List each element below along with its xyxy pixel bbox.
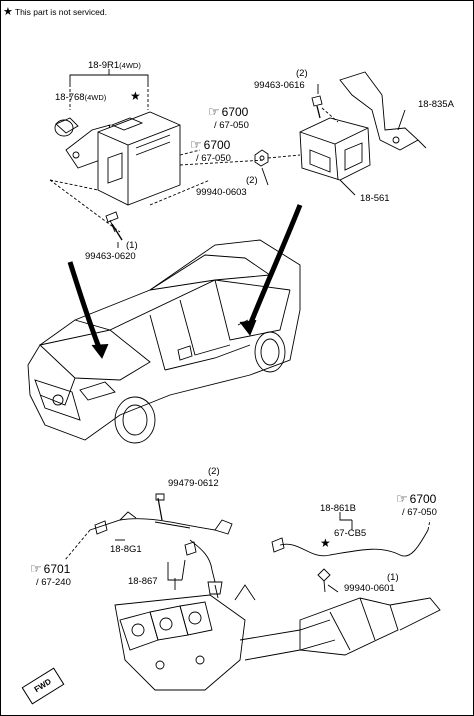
ref-6700-b-sub: / 67-050 [196, 152, 231, 164]
ref-6700-b-main: 6700 [203, 138, 231, 152]
sensor-harness-left [64, 493, 233, 595]
label-18-9r1-text: 18-9R1 [88, 60, 120, 71]
label-18-768-text: 18-768 [55, 92, 85, 103]
part-label-99463-0616: 99463-0616 [254, 80, 305, 91]
ref-6701-main: 6701 [43, 562, 71, 576]
pointing-hand-icon: ☞ [190, 137, 202, 152]
ref-6700-a-sub: / 67-050 [214, 119, 249, 131]
part-label-99940-0603: 99940-0603 [196, 187, 247, 198]
notice: ★This part is not serviced. [3, 5, 107, 18]
ref-6700-a-main: 6700 [221, 105, 249, 119]
not-serviced-star-icon-2: ★ [320, 536, 331, 550]
ref-6701-sub: / 67-240 [36, 576, 71, 588]
fwd-badge-text: FWD [32, 676, 53, 695]
qty-99479-0612: (2) [208, 466, 220, 477]
ref-link-6700-b[interactable]: ☞6700 / 67-050 [190, 137, 231, 164]
part-label-18-861b: 18-861B [320, 503, 356, 514]
qty-99940-0603: (2) [246, 175, 258, 186]
vehicle-illustration [27, 239, 301, 444]
part-label-99479-0612: 99479-0612 [168, 478, 219, 489]
part-label-18-8g1: 18-8G1 [110, 544, 142, 555]
qty-99463-0620: (1) [126, 240, 138, 251]
notice-text: This part is not serviced. [14, 7, 107, 17]
control-unit-18-9R1 [49, 69, 266, 248]
ref-link-6700-a[interactable]: ☞6700 / 67-050 [208, 104, 249, 131]
pointing-hand-icon: ☞ [30, 561, 42, 576]
part-label-18-835a: 18-835A [418, 99, 454, 110]
module-18-561 [247, 71, 427, 326]
part-label-99940-0601: 99940-0601 [344, 583, 395, 594]
ref-link-6700-c[interactable]: ☞6700 / 67-050 [396, 491, 437, 518]
ref-6700-c-sub: / 67-050 [402, 506, 437, 518]
not-serviced-star-icon: ★ [130, 89, 141, 103]
ref-6700-c-main: 6700 [409, 492, 437, 506]
pointing-hand-icon: ☞ [396, 491, 408, 506]
ref-link-6701[interactable]: ☞6701 / 67-240 [30, 561, 71, 588]
part-label-18-9r1: 18-9R1(4WD) [88, 61, 141, 71]
part-label-67-cb5: 67-CB5 [334, 528, 367, 539]
pointing-hand-icon: ☞ [208, 104, 220, 119]
label-18-9r1-note: (4WD) [119, 61, 141, 70]
sensor-harness-right [271, 512, 431, 593]
qty-99940-0601: (1) [387, 572, 399, 583]
label-18-768-note: (4WD) [84, 93, 107, 102]
star-icon: ★ [3, 6, 13, 18]
part-label-18-561: 18-561 [360, 193, 390, 204]
exhaust-manifold [114, 584, 441, 691]
part-label-99463-0620: 99463-0620 [85, 251, 136, 262]
qty-99463-0616: (2) [296, 68, 308, 79]
part-label-18-768: 18-768(4WD) [55, 93, 106, 103]
part-label-18-867: 18-867 [128, 576, 158, 587]
